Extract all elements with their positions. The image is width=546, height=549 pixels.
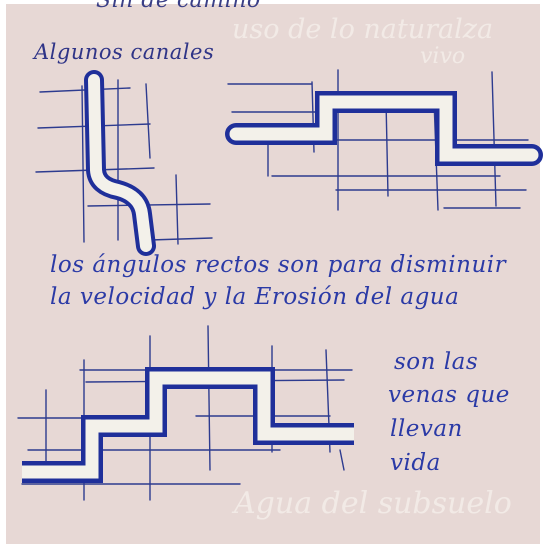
side-note-line-4: vida xyxy=(390,450,441,476)
faint-top-line-1: uso de lo naturalza xyxy=(232,14,494,45)
sentence-line-2: la velocidad y la Erosión del agua xyxy=(50,284,459,310)
top-cropped-text: Sin de camino xyxy=(96,0,261,13)
side-note: son las venas que llevan vida xyxy=(384,346,534,480)
canal-3 xyxy=(22,367,354,483)
side-note-line-2: venas que xyxy=(388,382,510,408)
canal-2 xyxy=(225,91,543,166)
sentence-line-2-prefix: la velocidad y la xyxy=(50,284,247,310)
faint-top-line-2: vivo xyxy=(420,44,466,69)
label-algunos-canales: Algunos canales xyxy=(34,40,215,64)
grid-sketch-2 xyxy=(227,69,529,211)
sentence-highlight-erosion: Erosión xyxy=(254,284,348,310)
faint-bottom-title: Agua del subsuelo xyxy=(234,486,512,521)
sentence-line-1: los ángulos rectos son para disminuir xyxy=(50,252,507,278)
sentence-line-2-suffix: del agua xyxy=(355,284,460,310)
side-note-line-3: llevan xyxy=(390,416,463,442)
canal-1 xyxy=(84,70,156,256)
side-note-line-1: son las xyxy=(394,349,479,375)
